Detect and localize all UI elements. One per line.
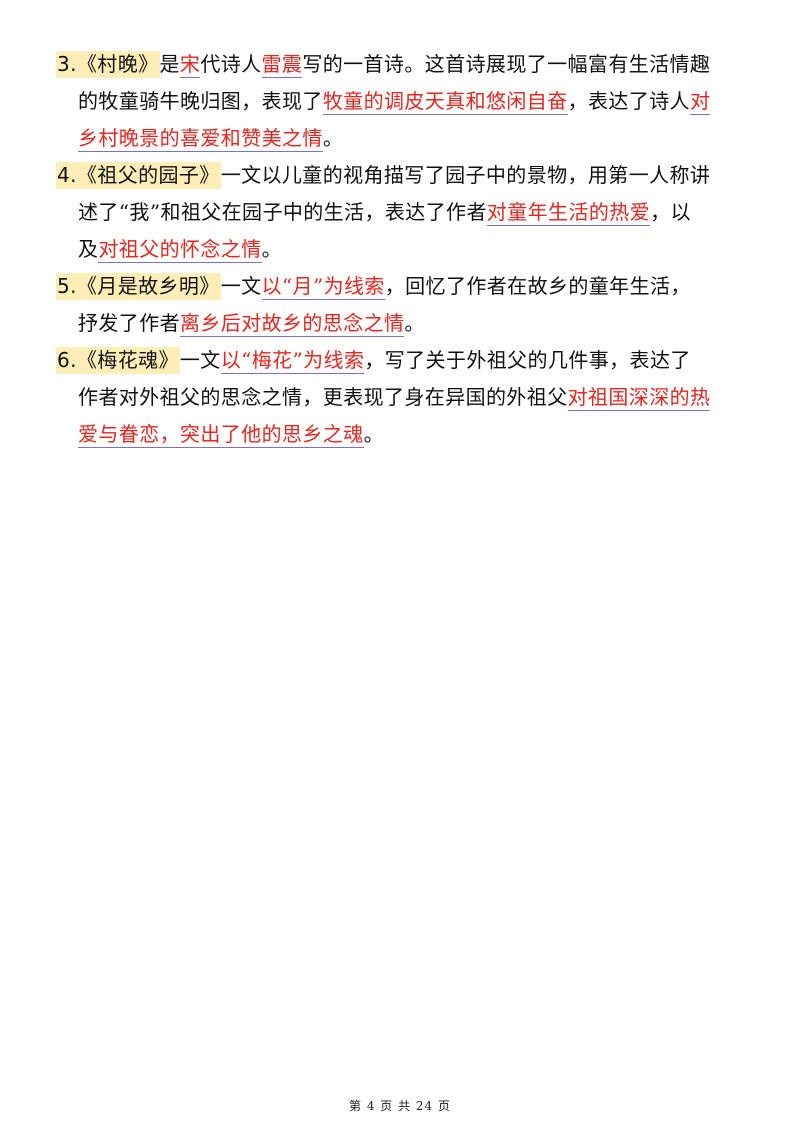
item-number: 5.	[57, 274, 77, 298]
item-heading: 4.《祖父的园子》	[56, 162, 221, 189]
body-text: 写的一首诗。这首诗展现了一幅富有生活情趣	[302, 52, 711, 76]
body-text: 一文	[179, 348, 221, 372]
body-text: 是	[159, 52, 180, 76]
body-text: ，回忆了作者在故乡的童年生活，	[384, 274, 691, 298]
text-line: 爱与眷恋，突出了他的思乡之魂。	[56, 416, 746, 453]
text-line: 及对祖父的怀念之情。	[56, 231, 746, 268]
body-text: 。	[322, 126, 344, 150]
body-text: 代诗人	[200, 52, 262, 76]
text-line: 5.《月是故乡明》一文以“月”为线索，回忆了作者在故乡的童年生活，	[56, 268, 746, 305]
list-item: 6.《梅花魂》一文以“梅花”为线索，写了关于外祖父的几件事，表达了作者对外祖父的…	[56, 342, 746, 453]
body-text: 。	[363, 422, 385, 446]
list-item: 5.《月是故乡明》一文以“月”为线索，回忆了作者在故乡的童年生活，抒发了作者离乡…	[56, 268, 746, 342]
text-line: 3.《村晚》是宋代诗人雷震写的一首诗。这首诗展现了一幅富有生活情趣	[56, 46, 746, 83]
item-number: 6.	[57, 348, 77, 372]
item-number: 3.	[57, 52, 77, 76]
page-footer: 第 4 页 共 24 页	[349, 1099, 451, 1113]
answer-highlight: 乡村晚景的喜爱和赞美之情	[78, 126, 323, 152]
document-page: 3.《村晚》是宋代诗人雷震写的一首诗。这首诗展现了一幅富有生活情趣的牧童骑牛晚归…	[56, 46, 746, 453]
item-title: 《祖父的园子》	[76, 163, 220, 187]
text-line: 抒发了作者离乡后对故乡的思念之情。	[56, 305, 746, 342]
answer-highlight: 爱与眷恋，突出了他的思乡之魂	[78, 422, 364, 448]
answer-highlight: 对祖国深深的热	[567, 385, 711, 411]
answer-highlight: 宋	[179, 52, 201, 78]
item-title: 《村晚》	[76, 52, 159, 76]
body-text: 及	[78, 237, 99, 261]
answer-highlight: 牧童的调皮天真和悠闲自奋	[322, 89, 568, 115]
text-line: 4.《祖父的园子》一文以儿童的视角描写了园子中的景物，用第一人称讲	[56, 157, 746, 194]
answer-highlight: 离乡后对故乡的思念之情	[180, 311, 405, 337]
body-text: 。	[404, 311, 425, 335]
item-heading: 3.《村晚》	[56, 51, 160, 78]
body-text: ，写了关于外祖父的几件事，表达了	[364, 348, 691, 372]
list-item: 4.《祖父的园子》一文以儿童的视角描写了园子中的景物，用第一人称讲述了“我”和祖…	[56, 157, 746, 268]
text-line: 述了“我”和祖父在园子中的生活，表达了作者对童年生活的热爱，以	[56, 194, 746, 231]
answer-highlight: 以“梅花”为线索	[220, 348, 365, 374]
answer-highlight: 以“月”为线索	[261, 274, 385, 300]
text-line: 乡村晚景的喜爱和赞美之情。	[56, 120, 746, 157]
body-text: 抒发了作者	[78, 311, 180, 335]
body-text: 述了“我”和祖父在园子中的生活，表达了作者	[78, 200, 487, 224]
body-text: 一文	[220, 274, 262, 298]
list-item: 3.《村晚》是宋代诗人雷震写的一首诗。这首诗展现了一幅富有生活情趣的牧童骑牛晚归…	[56, 46, 746, 157]
text-line: 作者对外祖父的思念之情，更表现了身在异国的外祖父对祖国深深的热	[56, 379, 746, 416]
body-text: ，表达了诗人	[567, 89, 691, 113]
body-text: 的牧童骑牛晚归图，表现了	[78, 89, 323, 113]
answer-highlight: 对	[690, 89, 711, 115]
body-text: 一文以儿童的视角描写了园子中的景物，用第一人称讲	[220, 163, 711, 187]
answer-highlight: 对祖父的怀念之情	[98, 237, 262, 263]
item-heading: 5.《月是故乡明》	[56, 273, 221, 300]
item-heading: 6.《梅花魂》	[56, 347, 180, 374]
item-title: 《月是故乡明》	[76, 274, 220, 298]
text-line: 的牧童骑牛晚归图，表现了牧童的调皮天真和悠闲自奋，表达了诗人对	[56, 83, 746, 120]
text-line: 6.《梅花魂》一文以“梅花”为线索，写了关于外祖父的几件事，表达了	[56, 342, 746, 379]
body-text: 。	[261, 237, 283, 261]
item-number: 4.	[57, 163, 77, 187]
body-text: 作者对外祖父的思念之情，更表现了身在异国的外祖父	[78, 385, 568, 409]
answer-highlight: 雷震	[261, 52, 303, 78]
item-title: 《梅花魂》	[76, 348, 179, 372]
body-text: ，以	[650, 200, 691, 224]
answer-highlight: 对童年生活的热爱	[486, 200, 651, 226]
